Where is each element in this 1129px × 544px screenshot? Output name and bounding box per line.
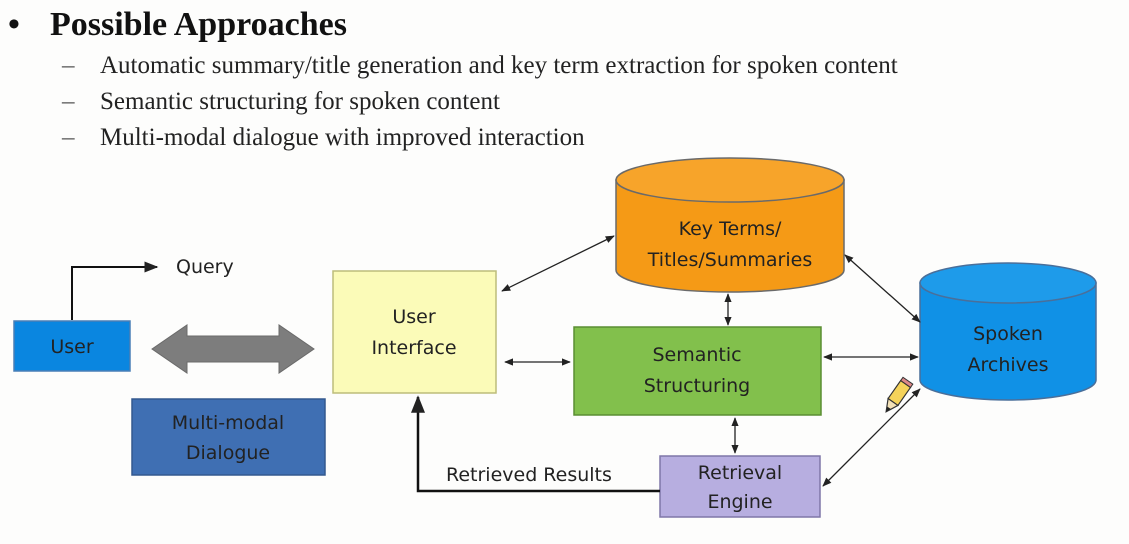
svg-text:Semantic: Semantic xyxy=(652,344,741,366)
retrieved-results-arrow xyxy=(411,395,660,493)
retrieved-results-label: Retrieved Results xyxy=(446,464,612,486)
svg-text:Titles/Summaries: Titles/Summaries xyxy=(647,249,812,271)
retrieval-engine-box: Retrieval Engine xyxy=(659,455,821,518)
svg-text:Spoken: Spoken xyxy=(973,323,1043,345)
user-label: User xyxy=(50,336,93,358)
svg-text:Multi-modal: Multi-modal xyxy=(172,412,284,434)
multimodal-dialogue-box: Multi-modal Dialogue xyxy=(131,398,326,476)
svg-text:User: User xyxy=(392,306,435,328)
svg-text:Key Terms/: Key Terms/ xyxy=(679,218,782,240)
svg-text:Interface: Interface xyxy=(371,337,456,359)
svg-text:Retrieval: Retrieval xyxy=(698,462,782,484)
user-interface-box: User Interface xyxy=(332,270,497,394)
svg-text:Dialogue: Dialogue xyxy=(186,442,270,464)
svg-text:Structuring: Structuring xyxy=(644,375,751,397)
pencil-cursor-icon xyxy=(885,376,914,413)
query-arrow xyxy=(71,261,159,320)
heading-text: Possible Approaches xyxy=(50,6,347,43)
subpoint-dialogue: –Multi-modal dialogue with improved inte… xyxy=(62,124,585,151)
subpoint-summary: –Automatic summary/title generation and … xyxy=(62,52,898,79)
gray-double-arrow xyxy=(151,324,315,374)
svg-text:Engine: Engine xyxy=(707,491,772,513)
key-terms-cylinder: Key Terms/ Titles/Summaries xyxy=(615,157,845,293)
bullet-glyph: • xyxy=(8,6,20,43)
semantic-structuring-box: Semantic Structuring xyxy=(573,326,822,416)
user-box: User xyxy=(13,320,131,372)
svg-text:Archives: Archives xyxy=(968,354,1049,376)
spoken-archives-cylinder: Spoken Archives xyxy=(919,262,1097,401)
ui-keyterms-arrow xyxy=(501,235,615,292)
query-label: Query xyxy=(176,256,234,278)
slide-heading: • Possible Approaches xyxy=(8,6,347,44)
subpoint-structuring: –Semantic structuring for spoken content xyxy=(62,88,500,115)
retrieval-archives-arrow xyxy=(822,388,921,487)
keyterms-archives-arrow xyxy=(844,254,921,323)
